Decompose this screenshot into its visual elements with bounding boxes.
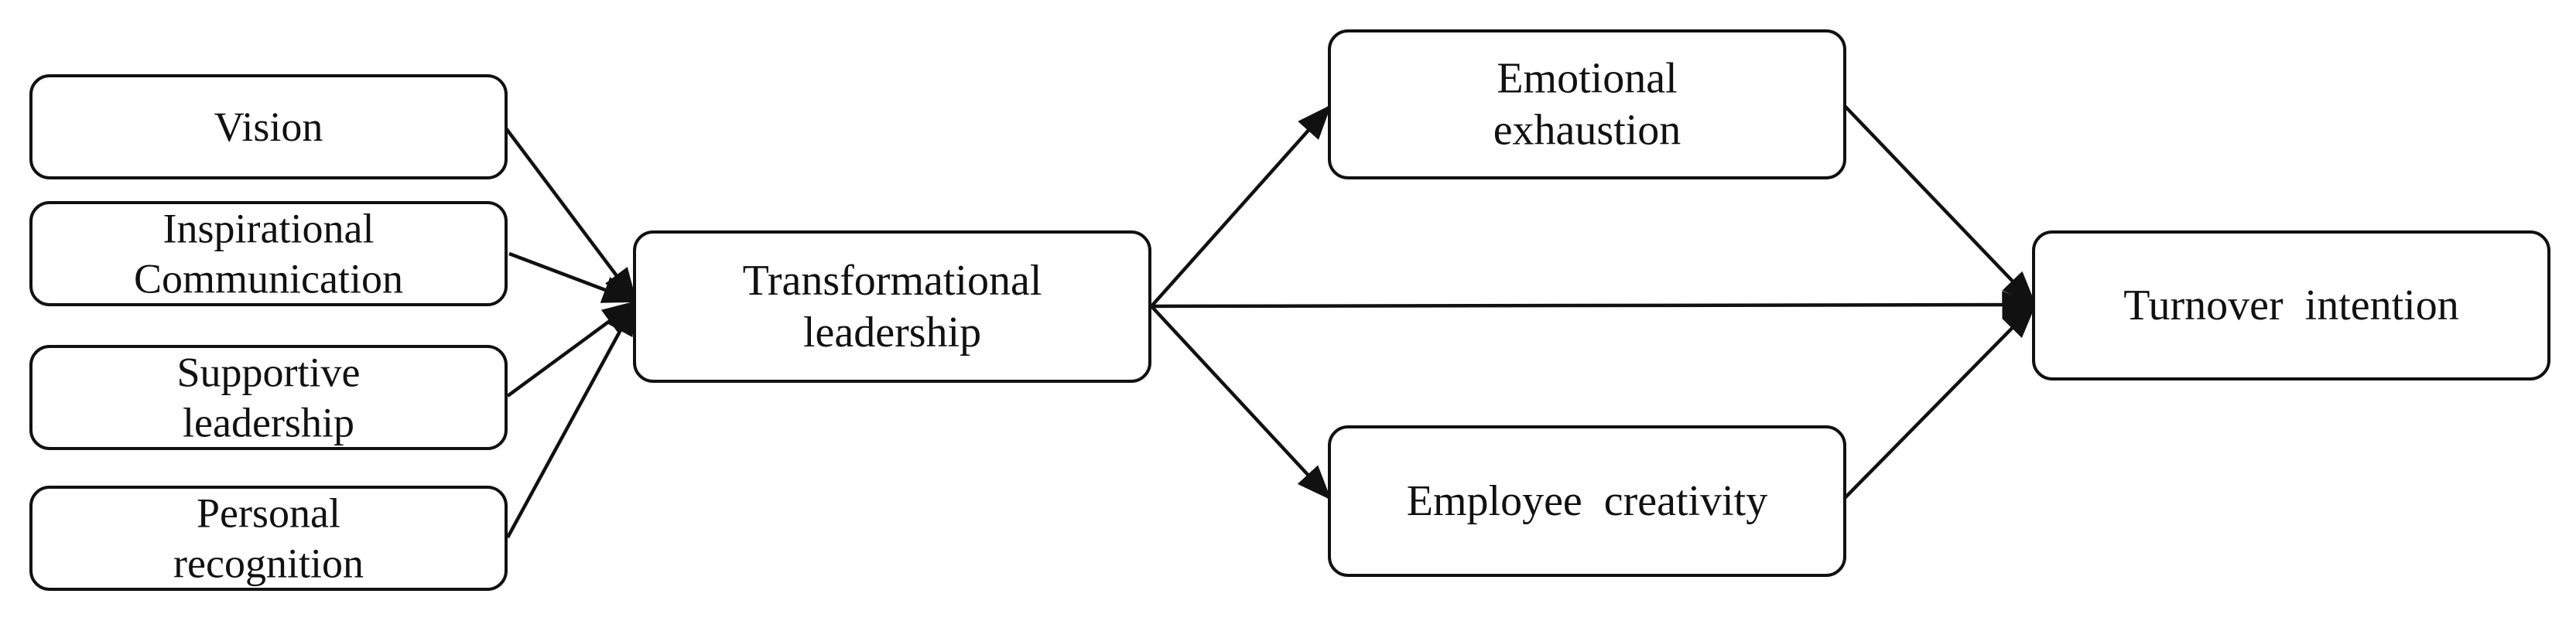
node-label-line: leadership [183,399,354,445]
node-label-line: Supportive [177,350,361,396]
arrow-transformational-leadership-to-emotional-exhaustion [1150,104,1332,308]
node-box-turnover-intention [2032,230,2550,380]
node-box-personal-recognition [29,486,508,591]
node-label-line: Personal [197,490,340,537]
node-box-emotional-exhaustion [1328,29,1846,179]
arrow-inspirational-communication-to-transformational-leadership [508,251,638,304]
arrow-personal-recognition-to-transformational-leadership [506,300,638,539]
node-label-employee-creativity: Employee creativity [1407,477,1767,525]
arrow-employee-creativity-to-turnover-intention [1843,303,2037,500]
node-label-emotional-exhaustion: Emotional exhaustion [1493,54,1681,154]
node-box-supportive-leadership [29,345,508,450]
node-label-line: Communication [134,255,403,302]
node-box-employee-creativity [1328,425,1846,577]
node-turnover-intention: Turnover intention [2032,230,2550,380]
node-box-vision [29,74,508,179]
node-box-inspirational-communication [29,201,508,306]
node-emotional-exhaustion: Emotional exhaustion [1328,29,1846,179]
arrow-emotional-exhaustion-to-turnover-intention [1843,104,2037,306]
node-label-vision: Vision [214,104,323,150]
node-vision: Vision [29,74,508,179]
arrow-transformational-leadership-to-turnover-intention [1151,291,2037,319]
node-label-line: Inspirational [163,206,375,252]
arrow-transformational-leadership-to-employee-creativity [1150,305,1332,500]
node-box-transformational-leadership [633,230,1151,383]
node-label-turnover-intention: Turnover intention [2123,281,2458,329]
node-label-line: leadership [803,309,981,357]
node-label-line: Transformational [743,257,1042,305]
node-label-line: Turnover intention [2123,281,2458,329]
edges-layer [505,104,2037,539]
node-label-line: Employee creativity [1407,477,1767,525]
node-label-line: recognition [173,540,364,586]
node-employee-creativity: Employee creativity [1328,425,1846,577]
node-label-line: Emotional [1497,54,1677,102]
node-label-line: Vision [214,104,323,150]
node-label-line: exhaustion [1493,107,1681,155]
arrow-vision-to-transformational-leadership [505,127,638,303]
arrow-supportive-leadership-to-transformational-leadership [506,300,638,398]
